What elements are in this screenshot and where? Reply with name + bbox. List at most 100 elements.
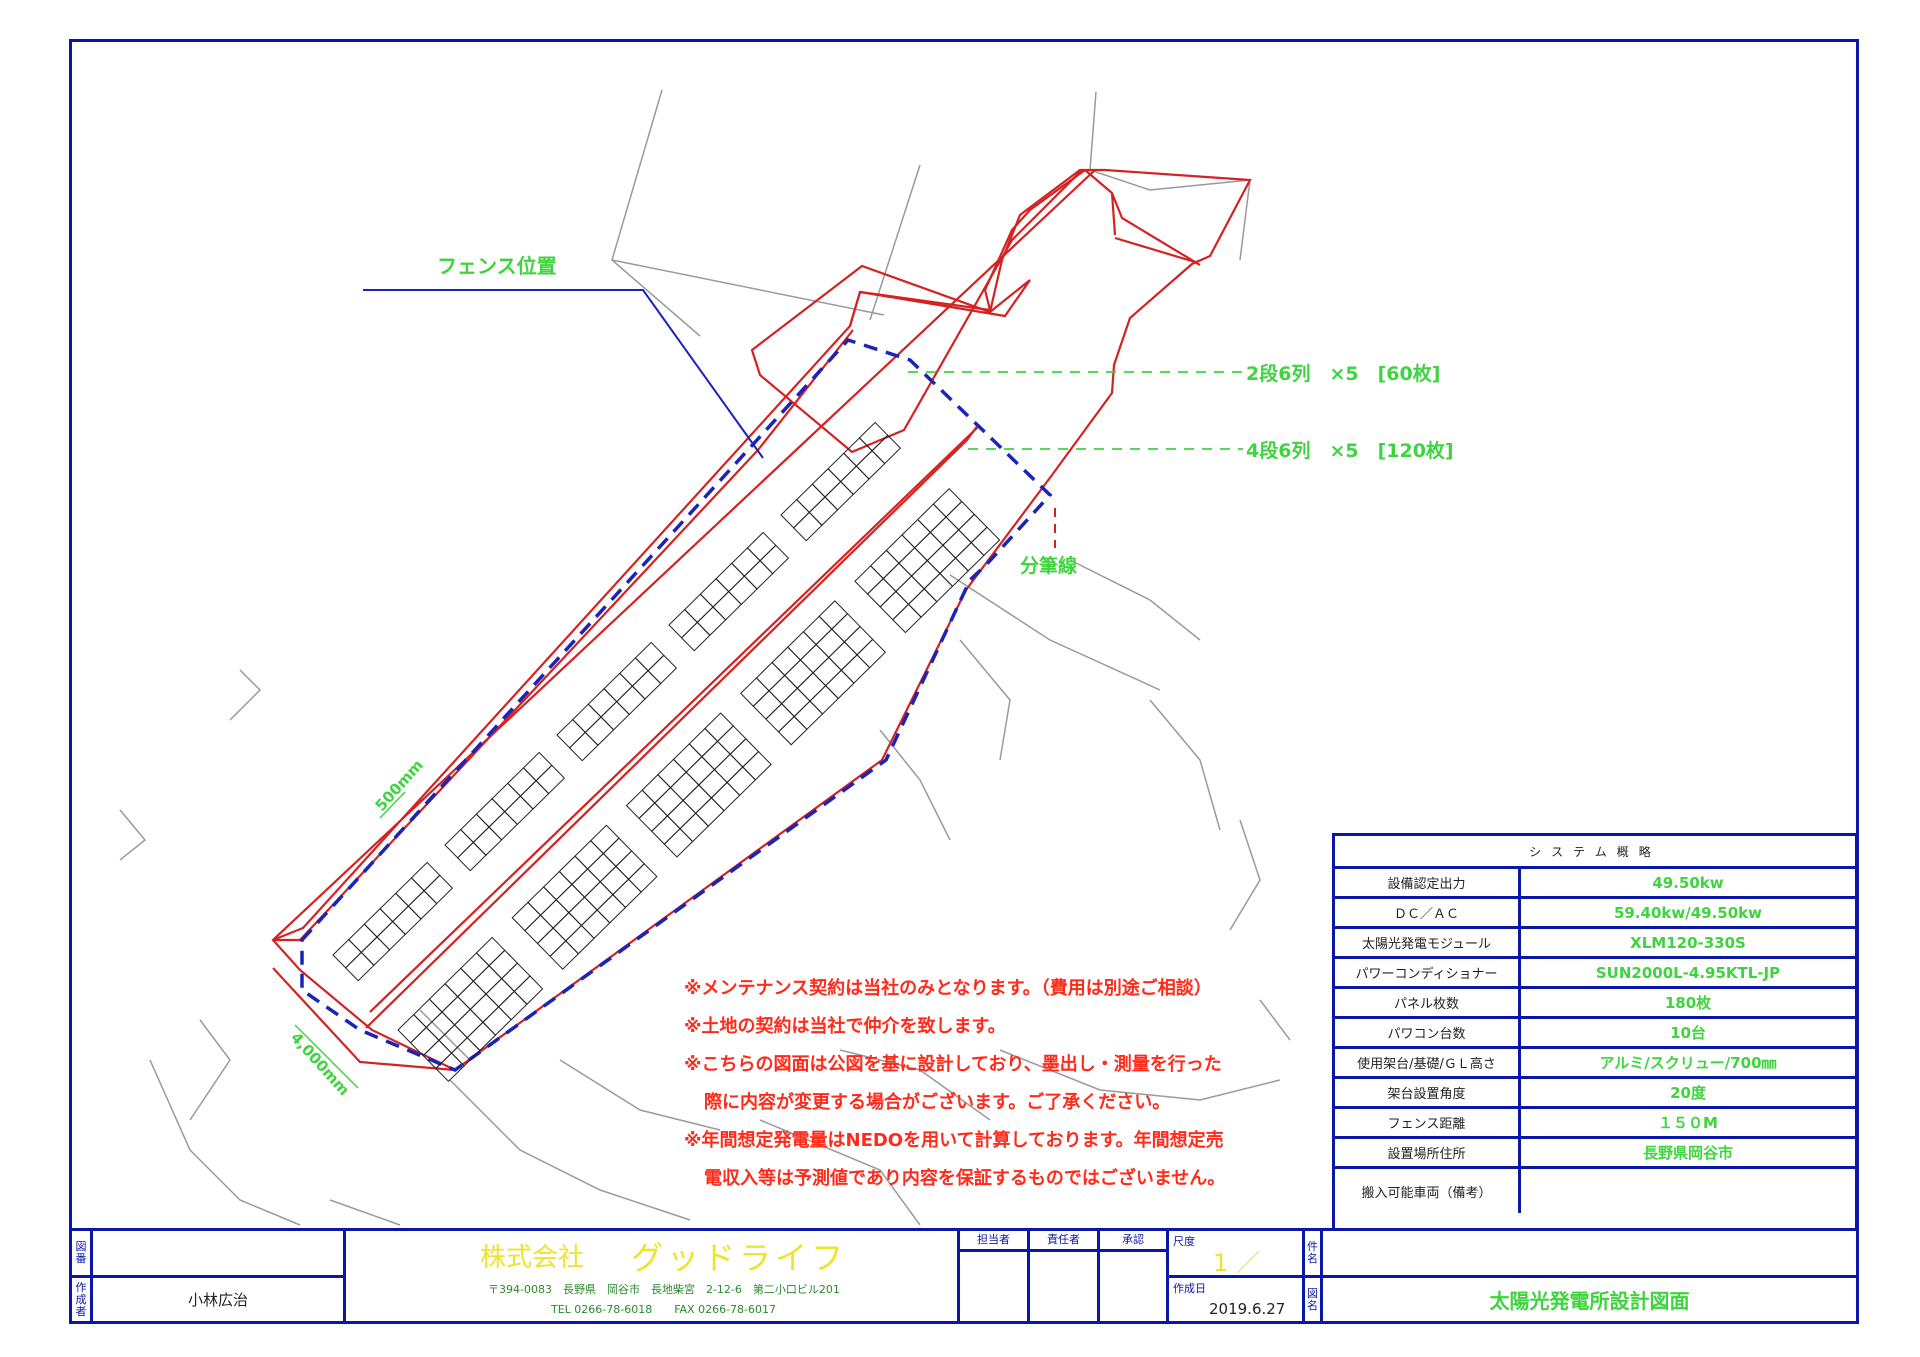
- panel-groups: [332, 421, 1001, 1083]
- solar-panel: [360, 936, 391, 966]
- solar-panel: [535, 764, 566, 795]
- solar-panel: [885, 534, 916, 564]
- solar-panel: [793, 700, 824, 731]
- solar-panel: [840, 654, 871, 684]
- solar-panel: [731, 547, 761, 577]
- company-contact: TEL 0266-78-6018 FAX 0266-78-6017: [551, 1303, 777, 1316]
- solar-panel: [444, 828, 475, 859]
- system-summary-title: システム概略: [1335, 836, 1855, 869]
- solar-panel: [651, 815, 681, 845]
- solar-panel: [497, 990, 528, 1021]
- fence-label-leader: [363, 289, 764, 459]
- solar-panel: [500, 962, 531, 993]
- solar-panel: [701, 740, 731, 771]
- solar-panel: [869, 549, 900, 580]
- date-value: 2019.6.27: [1209, 1300, 1286, 1318]
- solar-panel: [957, 513, 988, 544]
- solar-panel: [824, 480, 855, 511]
- solar-panel: [641, 774, 672, 804]
- solar-panel: [376, 920, 407, 951]
- solar-panel: [488, 949, 519, 980]
- manager-label: 責任者: [1030, 1231, 1097, 1252]
- solar-panel: [901, 518, 932, 549]
- solar-panel: [740, 677, 770, 707]
- person-in-charge-label: 担当者: [960, 1231, 1027, 1252]
- solar-panel: [802, 615, 833, 646]
- solar-panel: [759, 544, 790, 575]
- solar-panel: [456, 980, 487, 1011]
- solar-panel: [615, 685, 646, 716]
- item-value: [1320, 1228, 1859, 1278]
- solar-panel: [970, 526, 1001, 557]
- solar-panel: [603, 672, 634, 703]
- solar-panel: [558, 855, 589, 886]
- system-summary-value: １５０M: [1658, 1114, 1718, 1132]
- solar-panel: [395, 877, 425, 907]
- solar-panel: [765, 702, 795, 733]
- system-summary-row: 設置場所住所長野県岡谷市: [1335, 1139, 1855, 1169]
- solar-panel: [491, 782, 522, 813]
- solar-panel: [710, 781, 741, 812]
- solar-panel: [808, 496, 839, 526]
- solar-panel: [599, 865, 630, 896]
- solar-panel: [524, 914, 554, 945]
- solar-panel: [923, 572, 954, 603]
- system-summary-label: 太陽光発電モジュール: [1335, 929, 1521, 956]
- system-summary-label: パワーコンディショナー: [1335, 959, 1521, 986]
- solar-panel: [866, 577, 897, 608]
- parcel-boundaries: [271, 168, 1252, 1072]
- lower-row-spec: 4段6列 ×5 [120枚]: [1246, 439, 1454, 462]
- solar-panel: [828, 641, 858, 671]
- dimension-4000: 4,000mm: [287, 1024, 359, 1099]
- solar-panel: [787, 631, 817, 661]
- solar-panel: [549, 940, 580, 970]
- system-summary-label: パワコン台数: [1335, 1019, 1521, 1046]
- solar-panel: [839, 465, 870, 496]
- solar-panel: [945, 500, 976, 531]
- solar-panel: [818, 600, 849, 630]
- solar-panel: [425, 1011, 456, 1041]
- solar-panel: [812, 656, 843, 687]
- solar-panel: [855, 450, 886, 480]
- system-summary-row: パワーコンディショナー SUN2000L-4.95KTL-JP: [1335, 959, 1855, 989]
- system-summary-value: 長野県岡谷市: [1642, 1144, 1733, 1162]
- solar-panel: [586, 852, 617, 883]
- system-summary-label: パネル枚数: [1335, 989, 1521, 1016]
- note-1: ※メンテナンス契約は当社のみとなります。（費用は別途ご相談）: [684, 978, 1212, 999]
- solar-panel: [412, 998, 443, 1029]
- solar-panel: [472, 826, 503, 856]
- solar-panel: [843, 437, 873, 467]
- solar-panel: [895, 575, 925, 606]
- upper-panel-group: [668, 531, 790, 652]
- solar-panel: [565, 924, 595, 955]
- solar-panel: [625, 789, 656, 820]
- solar-panel: [522, 751, 553, 782]
- solar-panel: [704, 712, 734, 743]
- solar-panel: [568, 731, 599, 762]
- solar-panel: [410, 861, 441, 892]
- solar-panel: [827, 452, 858, 483]
- solar-panel: [792, 511, 823, 542]
- upper-row-spec: 2段6列 ×5 [60枚]: [1246, 362, 1440, 385]
- system-summary-value: アルミ/スクリュー/700㎜: [1599, 1054, 1777, 1072]
- system-summary-value: SUN2000L-4.95KTL-JP: [1595, 963, 1781, 982]
- system-summary-label: 架台設置角度: [1335, 1079, 1521, 1106]
- company-name: グッドライフ: [631, 1239, 848, 1277]
- solar-panel: [507, 767, 537, 797]
- solar-panel: [469, 993, 500, 1023]
- scale-label: 尺度: [1173, 1235, 1195, 1248]
- solar-panel: [485, 977, 516, 1008]
- solar-panel: [910, 559, 941, 590]
- lower-panel-group: [625, 712, 772, 858]
- solar-panel: [685, 756, 716, 786]
- upper-panel-group: [444, 751, 566, 872]
- solar-panel: [742, 750, 772, 781]
- author-name: 小林広治: [90, 1275, 346, 1324]
